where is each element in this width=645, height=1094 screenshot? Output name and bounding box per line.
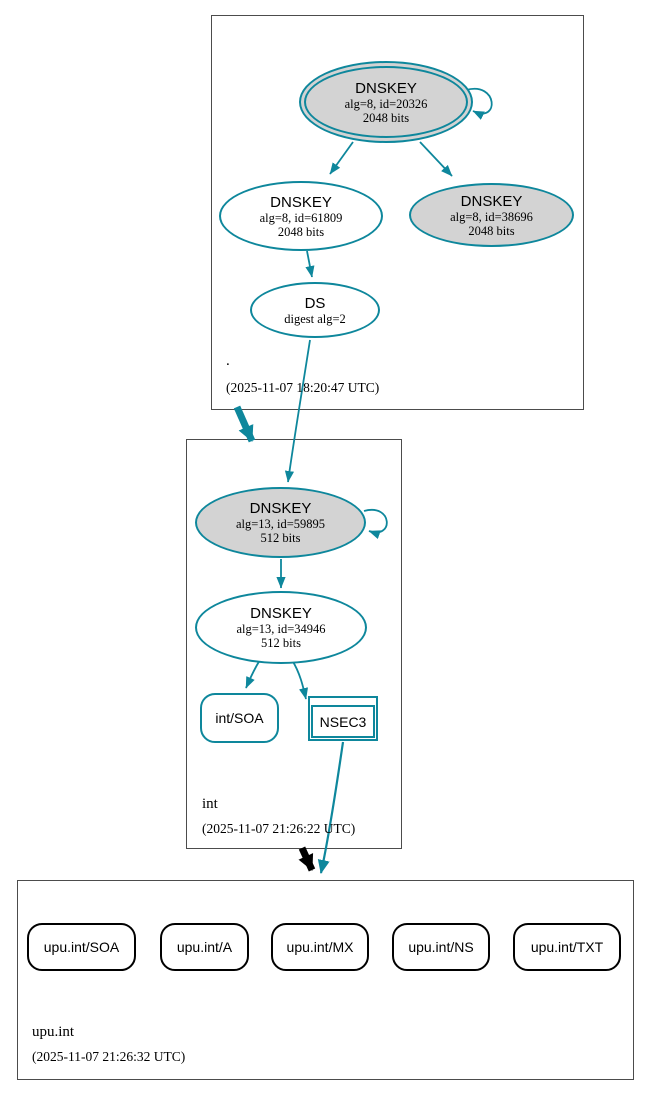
node-root-ksk2-detail: alg=8, id=38696 xyxy=(450,209,533,224)
node-upu-a: upu.int/A xyxy=(160,923,249,971)
node-root-zsk-bits: 2048 bits xyxy=(277,224,325,239)
node-int-nsec3: NSEC3 xyxy=(308,696,378,741)
node-int-ksk-type: DNSKEY xyxy=(249,500,312,517)
node-upu-mx-label: upu.int/MX xyxy=(286,939,354,955)
zone-label-upu-int: upu.int xyxy=(32,1024,75,1040)
node-upu-mx: upu.int/MX xyxy=(271,923,369,971)
node-root-zsk-detail: alg=8, id=61809 xyxy=(259,210,343,225)
node-int-soa-label: int/SOA xyxy=(215,710,264,726)
node-root-ksk-bits: 2048 bits xyxy=(362,110,410,125)
node-root-ds-type: DS xyxy=(304,294,326,312)
edge-root-zone-to-int-zone xyxy=(233,405,256,443)
node-upu-ns: upu.int/NS xyxy=(392,923,490,971)
node-upu-soa-label: upu.int/SOA xyxy=(43,939,120,955)
node-root-ksk2: DNSKEY alg=8, id=38696 2048 bits xyxy=(409,183,574,247)
node-int-soa: int/SOA xyxy=(200,693,279,743)
node-upu-a-label: upu.int/A xyxy=(176,939,233,955)
node-int-zsk-bits: 512 bits xyxy=(261,636,301,650)
zone-box-upu-int xyxy=(17,880,634,1080)
node-int-nsec3-label: NSEC3 xyxy=(311,705,375,738)
node-root-zsk: DNSKEY alg=8, id=61809 2048 bits xyxy=(219,181,383,251)
node-int-zsk-type: DNSKEY xyxy=(250,605,312,622)
node-int-ksk-bits: 512 bits xyxy=(260,531,301,545)
node-root-ksk-detail: alg=8, id=20326 xyxy=(344,96,428,111)
zone-timestamp-root: (2025-11-07 18:20:47 UTC) xyxy=(226,380,380,395)
node-int-zsk-detail: alg=13, id=34946 xyxy=(236,622,326,636)
zone-timestamp-upu-int: (2025-11-07 21:26:32 UTC) xyxy=(32,1049,186,1064)
node-root-ds-detail: digest alg=2 xyxy=(284,311,346,326)
node-root-zsk-type: DNSKEY xyxy=(270,193,332,211)
node-root-ksk-trust-anchor-ring: DNSKEY alg=8, id=20326 2048 bits xyxy=(304,66,468,138)
edge-int-zone-to-upu-zone xyxy=(298,846,316,872)
node-root-ksk2-bits: 2048 bits xyxy=(468,223,515,238)
node-upu-ns-label: upu.int/NS xyxy=(408,939,474,955)
zone-label-int: int xyxy=(202,796,218,812)
node-root-ksk: DNSKEY alg=8, id=20326 2048 bits xyxy=(299,61,473,143)
zone-box-root xyxy=(211,15,584,410)
node-int-ksk: DNSKEY alg=13, id=59895 512 bits xyxy=(195,487,366,558)
node-root-ds: DS digest alg=2 xyxy=(250,282,380,338)
node-upu-txt-label: upu.int/TXT xyxy=(530,939,604,955)
node-root-ksk2-type: DNSKEY xyxy=(460,192,523,210)
node-int-zsk: DNSKEY alg=13, id=34946 512 bits xyxy=(195,591,367,664)
zone-label-root: . xyxy=(226,353,230,369)
node-upu-txt: upu.int/TXT xyxy=(513,923,621,971)
node-int-ksk-detail: alg=13, id=59895 xyxy=(235,517,326,531)
zone-timestamp-int: (2025-11-07 21:26:22 UTC) xyxy=(202,821,356,836)
node-root-ksk-type: DNSKEY xyxy=(355,79,417,97)
node-upu-soa: upu.int/SOA xyxy=(27,923,136,971)
